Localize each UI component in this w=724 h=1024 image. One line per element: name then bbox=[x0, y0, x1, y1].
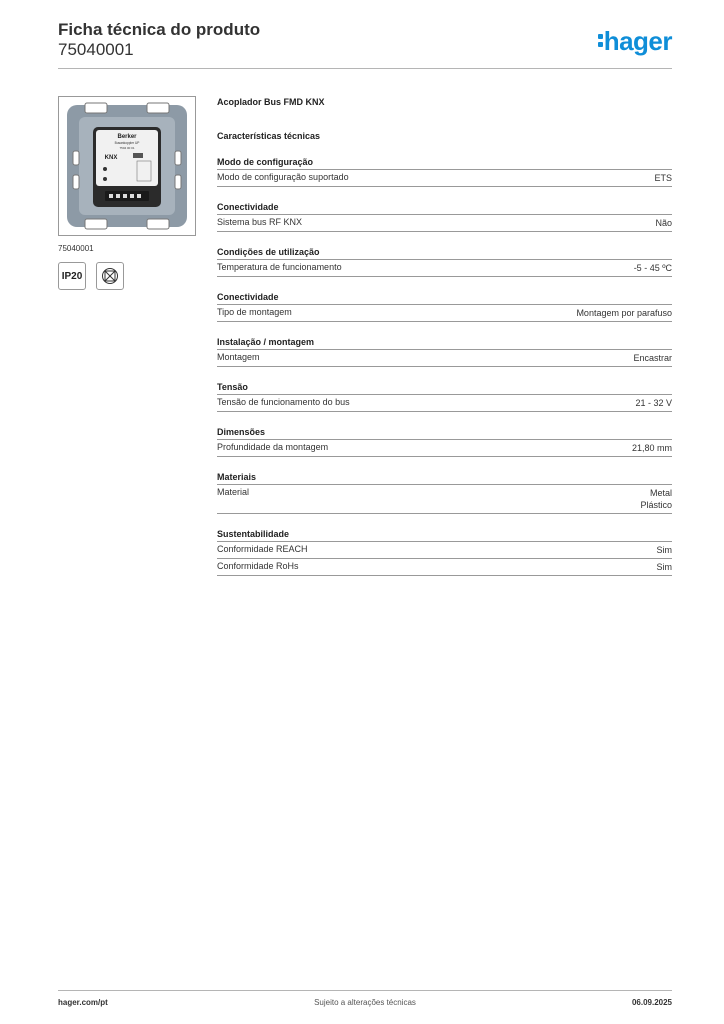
spec-row: Tensão de funcionamento do bus 21 - 32 V bbox=[217, 395, 672, 412]
section-title: Materiais bbox=[217, 472, 672, 485]
section-materials: Materiais Material Metal Plástico bbox=[217, 472, 672, 514]
spec-value: ETS bbox=[654, 172, 672, 184]
section-title: Sustentabilidade bbox=[217, 529, 672, 542]
spec-row: Modo de configuração suportado ETS bbox=[217, 170, 672, 187]
spec-value-text: 21 - 32 V bbox=[635, 398, 672, 408]
spec-label: Sistema bus RF KNX bbox=[217, 217, 303, 227]
spec-row: Conformidade REACH Sim bbox=[217, 542, 672, 559]
footer-divider bbox=[58, 990, 672, 991]
spec-label: Montagem bbox=[217, 352, 260, 362]
section-title: Tensão bbox=[217, 382, 672, 395]
section-usage-conditions: Condições de utilização Temperatura de f… bbox=[217, 247, 672, 277]
specs-heading: Características técnicas bbox=[217, 131, 321, 141]
header-divider bbox=[58, 68, 672, 69]
spec-value: Sim bbox=[657, 544, 673, 556]
bus-coupler-picture: Berker Busankoppler UP 7504 00 01 KNX bbox=[67, 102, 187, 230]
logo-text: hager bbox=[603, 26, 673, 56]
spec-label: Temperatura de funcionamento bbox=[217, 262, 342, 272]
footer-date: 06.09.2025 bbox=[631, 998, 672, 1007]
section-title: Modo de configuração bbox=[217, 157, 672, 170]
spec-row: Material Metal Plástico bbox=[217, 485, 672, 514]
spec-row: Tipo de montagem Montagem por parafuso bbox=[217, 305, 672, 322]
spec-value-text: Montagem por parafuso bbox=[576, 308, 672, 318]
hager-logo: hager bbox=[597, 26, 673, 57]
spec-value-text: ETS bbox=[654, 173, 672, 183]
image-knx-label: KNX bbox=[105, 155, 118, 161]
spec-value-text: Não bbox=[655, 218, 672, 228]
spec-label: Tensão de funcionamento do bus bbox=[217, 397, 350, 407]
section-title: Condições de utilização bbox=[217, 247, 672, 260]
section-title: Dimensões bbox=[217, 427, 672, 440]
section-title: Conectividade bbox=[217, 292, 672, 305]
spec-value: Montagem por parafuso bbox=[576, 307, 672, 319]
section-sustainability: Sustentabilidade Conformidade REACH Sim … bbox=[217, 529, 672, 576]
section-voltage: Tensão Tensão de funcionamento do bus 21… bbox=[217, 382, 672, 412]
spec-value-text: -5 - 45 ºC bbox=[633, 263, 672, 273]
spec-value-text: Sim bbox=[656, 562, 673, 572]
image-part-label: 7504 00 01 bbox=[119, 146, 134, 150]
image-subtitle-label: Busankoppler UP bbox=[115, 141, 140, 145]
footer-website-link[interactable]: hager.com/pt bbox=[58, 998, 108, 1007]
spec-value-text: 21,80 mm bbox=[631, 443, 672, 453]
spec-value-text: Encastrar bbox=[633, 353, 672, 363]
logo-dots-icon bbox=[597, 26, 604, 52]
footer-notice: Sujeito a alterações técnicas bbox=[314, 998, 416, 1007]
spec-row: Sistema bus RF KNX Não bbox=[217, 215, 672, 232]
image-caption: 75040001 bbox=[58, 244, 94, 253]
flush-mount-box-icon bbox=[96, 262, 124, 290]
product-code: 75040001 bbox=[58, 40, 134, 59]
image-brand-label: Berker bbox=[117, 134, 137, 140]
product-image: Berker Busankoppler UP 7504 00 01 KNX bbox=[58, 96, 196, 236]
section-connectivity-mounting: Conectividade Tipo de montagem Montagem … bbox=[217, 292, 672, 322]
spec-row: Temperatura de funcionamento -5 - 45 ºC bbox=[217, 260, 672, 277]
page-header: Ficha técnica do produto 75040001 hager bbox=[58, 20, 673, 70]
spec-value-text: Sim bbox=[656, 545, 673, 555]
spec-label: Profundidade da montagem bbox=[217, 442, 329, 452]
section-title: Instalação / montagem bbox=[217, 337, 672, 350]
spec-value-text: Plástico bbox=[640, 500, 672, 510]
spec-value: Sim bbox=[657, 561, 673, 573]
spec-row: Conformidade RoHs Sim bbox=[217, 559, 672, 576]
spec-label: Tipo de montagem bbox=[217, 307, 292, 317]
spec-label: Conformidade REACH bbox=[217, 544, 308, 554]
section-installation: Instalação / montagem Montagem Encastrar bbox=[217, 337, 672, 367]
product-name: Acoplador Bus FMD KNX bbox=[217, 97, 325, 107]
spec-value: -5 - 45 ºC bbox=[634, 262, 672, 274]
ip-rating-badge: IP20 bbox=[58, 262, 86, 290]
spec-value: Encastrar bbox=[633, 352, 672, 364]
section-configuration: Modo de configuração Modo de configuraçã… bbox=[217, 157, 672, 187]
technical-content: Acoplador Bus FMD KNX Características té… bbox=[217, 96, 672, 576]
document-title: Ficha técnica do produto bbox=[58, 20, 261, 39]
spec-row: Montagem Encastrar bbox=[217, 350, 672, 367]
spec-label: Material bbox=[217, 487, 250, 497]
spec-value: 21,80 mm bbox=[632, 442, 672, 454]
spec-value: Não bbox=[655, 217, 672, 229]
section-dimensions: Dimensões Profundidade da montagem 21,80… bbox=[217, 427, 672, 457]
section-connectivity: Conectividade Sistema bus RF KNX Não bbox=[217, 202, 672, 232]
spec-row: Profundidade da montagem 21,80 mm bbox=[217, 440, 672, 457]
spec-label: Conformidade RoHs bbox=[217, 561, 299, 571]
spec-label: Modo de configuração suportado bbox=[217, 172, 349, 182]
spec-value: Metal Plástico bbox=[640, 487, 672, 511]
spec-value-text: Metal bbox=[649, 488, 672, 498]
section-title: Conectividade bbox=[217, 202, 672, 215]
spec-value: 21 - 32 V bbox=[635, 397, 672, 409]
